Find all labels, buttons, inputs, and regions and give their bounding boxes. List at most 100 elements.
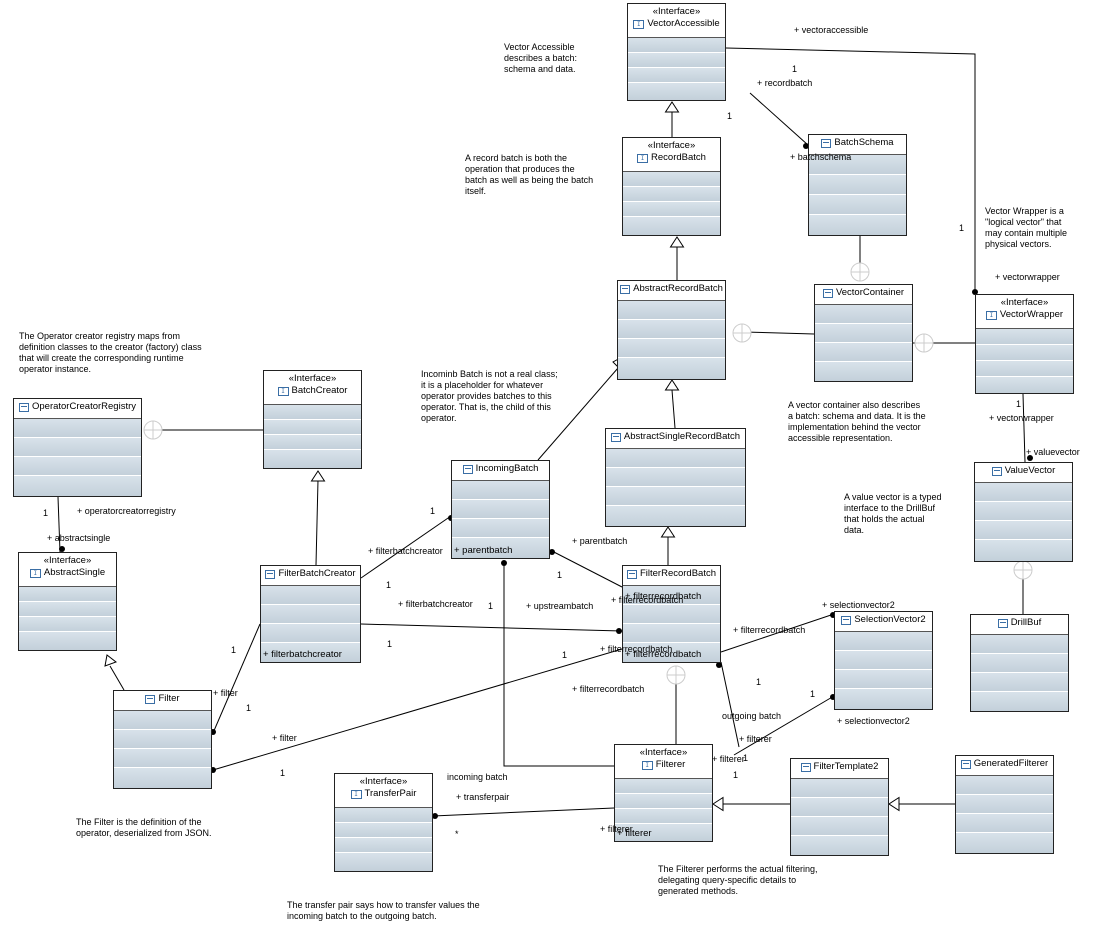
class-box-incomingbatch[interactable]: IncomingBatch+ parentbatch (451, 460, 550, 559)
association-line (503, 561, 614, 767)
class-box-abstractrecordbatch[interactable]: AbstractRecordBatch (617, 280, 726, 380)
navigability-dot (716, 662, 722, 668)
multiplicity-label: 1 (756, 677, 762, 687)
role-label: + abstractsingle (47, 533, 111, 543)
class-name: GeneratedFilterer (973, 758, 1049, 769)
stereotype-label: «Interface» (288, 373, 337, 384)
role-label: + filter (272, 733, 297, 743)
class-header: DrillBuf (971, 615, 1068, 635)
class-name: VectorAccessible (647, 18, 720, 29)
class-box-operatorcreatorregistry[interactable]: OperatorCreatorRegistry (13, 398, 142, 497)
class-header: IncomingBatch (452, 461, 549, 481)
class-compartment (615, 779, 712, 794)
generalization-arrowhead (104, 654, 118, 667)
containment-circle (666, 665, 686, 685)
association-line (109, 665, 125, 691)
class-icon (800, 762, 811, 772)
class-compartment: + filterer (615, 824, 712, 841)
interface-icon: I (633, 19, 645, 29)
association-line (720, 661, 740, 748)
interface-icon: I (29, 568, 41, 578)
class-box-filterrecordbatch[interactable]: FilterRecordBatch+ filterrecordbatch+ fi… (622, 565, 721, 663)
multiplicity-label: 1 (727, 111, 733, 121)
class-box-valuevector[interactable]: ValueVector (974, 462, 1073, 562)
class-name: FilterRecordBatch (639, 568, 717, 579)
class-compartment (14, 438, 141, 457)
class-box-filter[interactable]: Filter (113, 690, 212, 789)
class-compartment (976, 377, 1073, 393)
role-label: + selectionvector2 (837, 716, 910, 726)
class-name: AbstractRecordBatch (633, 283, 723, 294)
multiplicity-label: 1 (43, 508, 49, 518)
multiplicity-label: 1 (488, 601, 494, 611)
class-header: BatchSchema (809, 135, 906, 155)
class-compartment (815, 305, 912, 324)
class-box-selectionvector2[interactable]: SelectionVector2 (834, 611, 933, 710)
navigability-dot (1027, 455, 1033, 461)
navigability-dot (616, 628, 622, 634)
multiplicity-label: 1 (792, 64, 798, 74)
class-icon (991, 466, 1002, 476)
association-markers (59, 101, 1033, 819)
role-label: incoming batch (447, 772, 508, 782)
class-box-drillbuf[interactable]: DrillBuf (970, 614, 1069, 712)
class-compartment (815, 343, 912, 362)
class-compartment (809, 195, 906, 215)
class-box-generatedfilterer[interactable]: GeneratedFilterer (955, 755, 1054, 854)
class-header: GeneratedFilterer (956, 756, 1053, 776)
class-name: Filterer (655, 759, 686, 770)
class-compartment (261, 605, 360, 624)
class-name-row: FilterBatchCreator (263, 568, 358, 580)
class-compartment (606, 506, 745, 526)
role-label: outgoing batch (722, 711, 782, 721)
class-compartment (976, 361, 1073, 377)
class-compartment (623, 202, 720, 217)
class-compartment (835, 651, 932, 670)
role-label: + filterer (712, 754, 745, 764)
class-icon (18, 402, 29, 412)
class-compartment (618, 339, 725, 358)
class-compartment (606, 487, 745, 506)
diagram-note: Vector Accessible describes a batch: sch… (504, 42, 578, 74)
class-header: FilterRecordBatch (623, 566, 720, 586)
class-box-filtertemplate2[interactable]: FilterTemplate2 (790, 758, 889, 856)
containment-circle (914, 333, 934, 353)
class-name-row: DrillBuf (973, 617, 1066, 629)
class-box-batchschema[interactable]: BatchSchema (808, 134, 907, 236)
attribute-label: + filterbatchcreator (263, 649, 342, 660)
class-box-abstractsinglerecordbatch[interactable]: AbstractSingleRecordBatch (605, 428, 746, 527)
class-icon (997, 618, 1008, 628)
class-name: SelectionVector2 (854, 614, 926, 625)
class-compartment (19, 632, 116, 650)
multiplicity-label: 1 (562, 650, 568, 660)
class-compartment (971, 654, 1068, 673)
class-box-filterbatchcreator[interactable]: FilterBatchCreator + filterbatchcreator (260, 565, 361, 663)
class-box-vectorcontainer[interactable]: VectorContainer (814, 284, 913, 382)
class-compartment (975, 502, 1072, 521)
role-label: + filterrecordbatch (733, 625, 806, 635)
generalization-arrowhead (660, 526, 676, 538)
class-header: AbstractRecordBatch (618, 281, 725, 301)
role-label: + filter (213, 688, 238, 698)
generalization-arrowhead (664, 101, 680, 113)
navigability-dot (432, 813, 438, 819)
association-line (432, 807, 615, 817)
class-name-row: OperatorCreatorRegistry (16, 401, 139, 413)
class-name-row: GeneratedFilterer (958, 758, 1051, 770)
class-icon (960, 759, 971, 769)
navigability-dot (501, 560, 507, 566)
class-name: AbstractSingleRecordBatch (623, 431, 741, 442)
class-name-row: SelectionVector2 (837, 614, 930, 626)
